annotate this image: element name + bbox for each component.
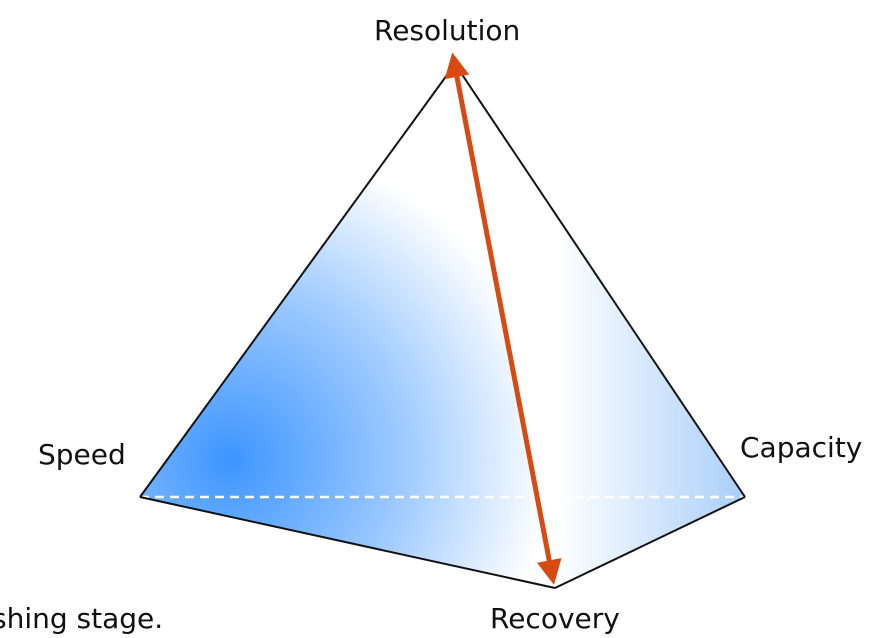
edge-resolution-speed (139, 63, 456, 498)
caption-fragment: shing stage. (0, 602, 164, 635)
vertex-label-speed: Speed (38, 438, 126, 471)
vertex-label-recovery: Recovery (490, 602, 620, 635)
resolution-recovery-double-arrow (444, 52, 562, 585)
edge-capacity-recovery (554, 496, 746, 589)
vertex-label-resolution: Resolution (374, 14, 521, 47)
vertex-label-capacity: Capacity (740, 431, 863, 464)
